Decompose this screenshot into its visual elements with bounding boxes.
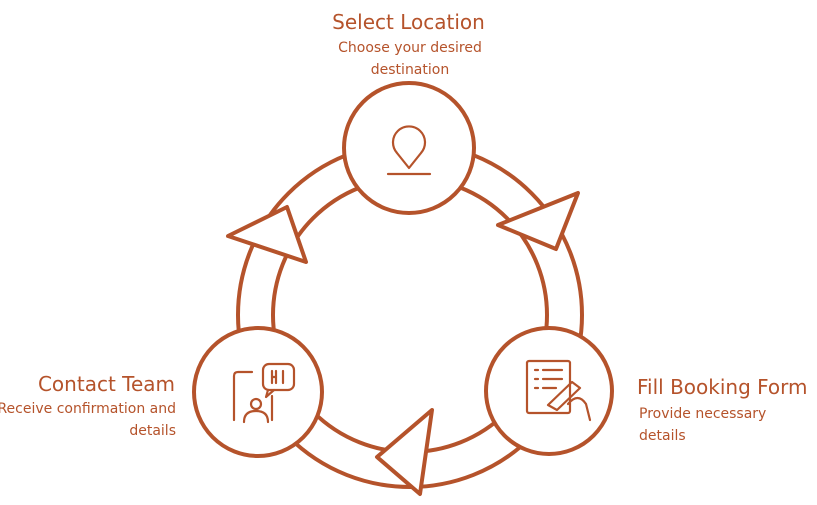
chat-contact-icon — [232, 362, 296, 424]
node-fill-booking-form — [484, 326, 614, 456]
node-select-location — [342, 81, 476, 215]
step-title-fill-booking-form: Fill Booking Form — [637, 375, 808, 399]
step-title-select-location: Select Location — [332, 10, 485, 34]
step-desc-fill-booking-form: Provide necessary details — [639, 406, 767, 444]
form-writing-icon — [525, 359, 592, 422]
location-pin-icon — [386, 125, 432, 176]
step-desc-contact-team: Receive confirmation and details — [0, 401, 176, 439]
step-title-contact-team: Contact Team — [37, 372, 175, 396]
step-desc-select-location: Choose your desired destination — [338, 40, 482, 78]
arrow-head-bottom — [375, 408, 434, 496]
arrow-head-top-right — [496, 191, 580, 251]
node-contact-team — [192, 326, 324, 458]
arrow-head-left — [226, 205, 308, 264]
